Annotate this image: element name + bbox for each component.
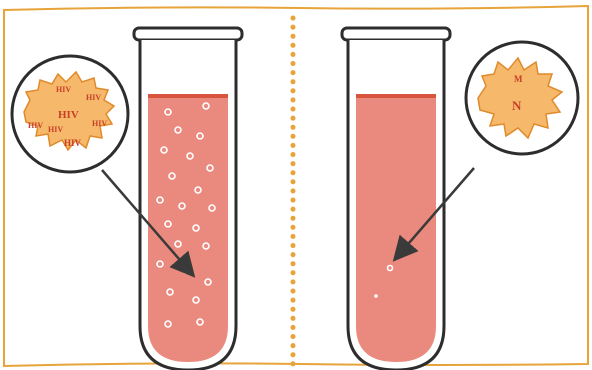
right-tube-liquid <box>356 94 436 364</box>
virus-label: HIV <box>58 109 79 121</box>
right-tube-rim <box>342 28 450 40</box>
right-test-tube <box>342 28 450 370</box>
virus-label: HIV <box>86 93 101 102</box>
virus-label: HIV <box>48 125 63 134</box>
virus-label: HIV <box>28 121 43 130</box>
left-magnifier-circle-icon: HIV HIV HIV HIV HIV HIV HIV <box>12 56 128 172</box>
virus-label: HIV <box>92 119 107 128</box>
left-tube-liquid <box>148 94 228 364</box>
left-test-tube <box>134 28 242 370</box>
virus-label: N <box>512 98 522 113</box>
virus-label: HIV <box>56 85 71 94</box>
virus-label: HIV <box>64 138 82 148</box>
virus-label: M <box>514 74 523 84</box>
left-tube-rim <box>134 28 242 40</box>
right-magnifier-circle-icon: M N <box>466 42 578 154</box>
